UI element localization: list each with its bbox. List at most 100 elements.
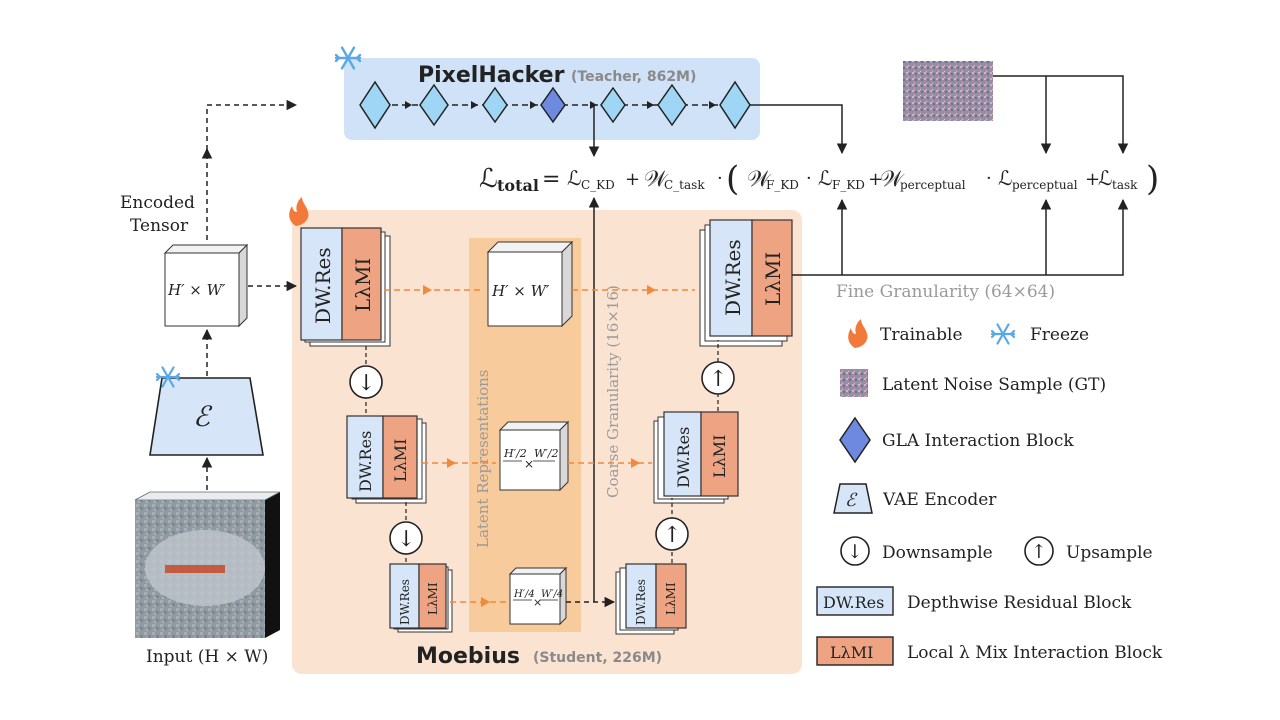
downsample-icon [389, 521, 423, 555]
svg-text:F_KD: F_KD [832, 178, 865, 192]
encoder-symbol: ℰ [193, 400, 213, 433]
flame-icon [289, 197, 309, 226]
lami-label: LλMI [761, 252, 785, 306]
coarse-granularity-label: Coarse Granularity (16×16) [604, 285, 622, 498]
legend-trainable: Trainable [880, 325, 963, 345]
dwres-label: DW.Res [674, 427, 693, 488]
legend: Trainable Freeze Latent Noise Sample (GT… [816, 319, 1163, 666]
loss-equation: ℒ total = ℒ C_KD + 𝒲 C_task · ( 𝒲 F_KD ·… [479, 159, 1159, 199]
svg-text:ℒ: ℒ [479, 164, 498, 194]
dwres-label: DW.Res [398, 579, 412, 625]
upsample-icon [655, 517, 689, 551]
flame-icon [848, 319, 868, 348]
gla-block [540, 86, 566, 124]
downsample-arrow: ↓ [357, 371, 375, 396]
student-block-d3 [615, 563, 687, 635]
legend-gla: GLA Interaction Block [882, 431, 1074, 451]
student-title: Moebius [416, 644, 520, 669]
lami-label: LλMI [664, 582, 678, 615]
legend-dwres: Depthwise Residual Block [907, 593, 1132, 613]
svg-text:·: · [717, 168, 723, 189]
upsample-arrow: ↑ [709, 367, 727, 392]
noise-icon [840, 369, 868, 397]
legend-vae: VAE Encoder [882, 490, 997, 510]
gla-block [657, 83, 687, 127]
legend-noise: Latent Noise Sample (GT) [882, 375, 1106, 395]
upsample-icon [1024, 536, 1054, 566]
svg-text:ℒ: ℒ [998, 166, 1012, 190]
fine-granularity-label: Fine Granularity (64×64) [836, 282, 1055, 302]
legend-dwres-label: DW.Res [823, 593, 884, 612]
encoded-tensor-size: H′ × W′ [167, 281, 226, 299]
latent-size-half: W′/2 [534, 447, 559, 460]
svg-text:+: + [625, 169, 640, 190]
svg-text:=: = [542, 167, 560, 192]
snowflake-icon [990, 323, 1016, 345]
student-detail: (Student, 226M) [533, 650, 662, 666]
svg-text:perceptual: perceptual [1012, 178, 1078, 192]
legend-downsample: Downsample [882, 543, 993, 563]
snowflake-icon [334, 46, 362, 70]
gla-block [600, 86, 626, 124]
svg-text:C_KD: C_KD [581, 178, 615, 192]
student-block-l2 [346, 415, 427, 504]
gla-block [359, 80, 391, 130]
student-block-d2 [653, 411, 739, 504]
latent-size-full: H′ × W′ [491, 282, 550, 300]
student-block-l3 [389, 563, 453, 633]
svg-text:ℒ: ℒ [567, 166, 581, 190]
svg-text:𝒲: 𝒲 [644, 167, 669, 192]
svg-text:task: task [1112, 178, 1138, 192]
svg-text:C_task: C_task [664, 178, 705, 192]
encoded-tensor-label: Encoded [120, 193, 195, 213]
lami-label: LλMI [426, 582, 440, 615]
svg-text:F_KD: F_KD [766, 178, 799, 192]
teacher-detail: (Teacher, 862M) [571, 69, 696, 85]
svg-text:total: total [497, 176, 539, 195]
legend-lami-label: LλMI [830, 643, 873, 662]
lami-icon [816, 636, 894, 666]
gla-block [419, 83, 449, 127]
latent-size-times: × [524, 457, 534, 471]
legend-upsample: Upsample [1066, 543, 1153, 563]
dwres-icon [816, 586, 894, 616]
upsample-icon [701, 361, 735, 395]
svg-text:): ) [1146, 159, 1159, 199]
dwres-label: DW.Res [634, 579, 648, 625]
legend-up-arrow: ↑ [1031, 541, 1047, 563]
encoded-tensor-cube [163, 243, 249, 328]
dwres-label: DW.Res [356, 431, 375, 492]
svg-text:+: + [1085, 169, 1100, 190]
lami-label: LλMI [391, 439, 410, 482]
latent-cube-quarter [508, 566, 568, 626]
gla-block [482, 86, 508, 124]
legend-freeze: Freeze [1030, 325, 1089, 345]
encoded-tensor-label: Tensor [130, 216, 189, 236]
lami-label: LλMI [351, 258, 375, 312]
svg-text:ℒ: ℒ [818, 166, 832, 190]
gla-block-chain [359, 80, 751, 130]
latent-cube-half [498, 420, 570, 492]
legend-lami: Local λ Mix Interaction Block [907, 643, 1163, 663]
student-block-d1 [699, 219, 793, 347]
latent-size-quarter: W′/4 [541, 589, 563, 600]
gla-block [719, 80, 751, 130]
svg-text:𝒲: 𝒲 [880, 167, 905, 192]
svg-text:·: · [806, 168, 812, 189]
svg-text:ℒ: ℒ [1098, 166, 1112, 190]
input-image [134, 491, 281, 638]
gla-block-icon [839, 416, 871, 464]
latent-size-half: H′/2 [503, 447, 527, 460]
student-block-l1 [300, 227, 391, 347]
vae-encoder-icon [833, 483, 873, 514]
svg-text:perceptual: perceptual [900, 178, 966, 192]
downsample-arrow: ↓ [397, 527, 415, 552]
upsample-arrow: ↑ [663, 523, 681, 548]
svg-text:(: ( [726, 159, 739, 199]
lami-label: LλMI [710, 435, 729, 478]
legend-down-arrow: ↓ [847, 541, 863, 563]
latent-size-quarter: H′/4 [513, 589, 535, 600]
dwres-label: DW.Res [311, 247, 335, 324]
downsample-icon [349, 365, 383, 399]
